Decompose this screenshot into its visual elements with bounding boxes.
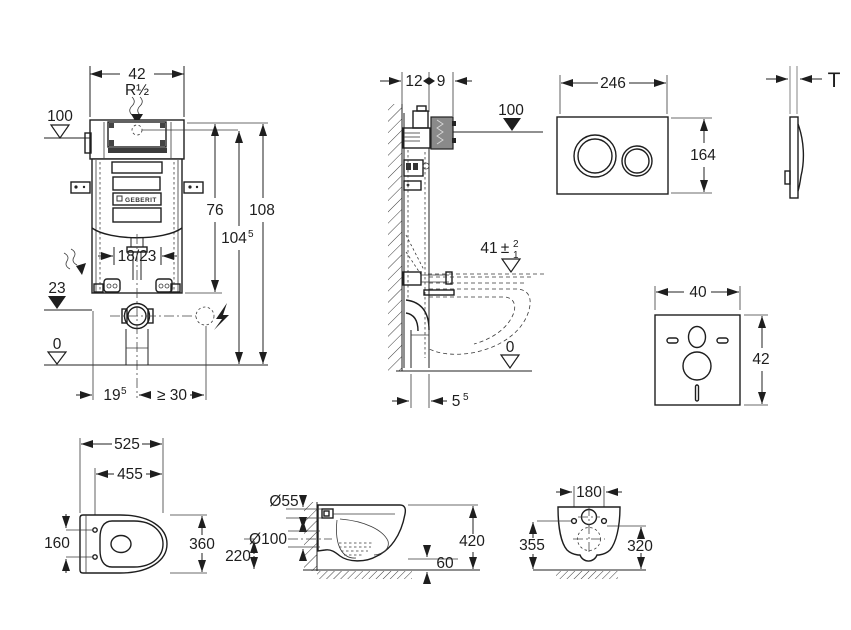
seat-opening	[99, 520, 164, 568]
flush-unit-box	[430, 116, 456, 150]
flush-plate-side-view: T	[766, 66, 841, 199]
water-supply-arrow-icon	[129, 96, 143, 124]
flush-flow-arrow-icon	[63, 248, 86, 275]
dim-height-76: 76	[206, 202, 223, 219]
dim-offset-19: 19	[103, 387, 120, 404]
level-100-open-triangle	[49, 124, 71, 140]
dim-height-104: 104	[221, 230, 247, 247]
dim-inlet-dia: Ø55	[269, 493, 298, 510]
dim-plate-height: 164	[690, 147, 716, 164]
dim-outlet-height: 220	[225, 548, 251, 565]
dim-height-108: 108	[249, 202, 275, 219]
level-100-side-label: 100	[498, 102, 524, 119]
dim-outlet-dia: Ø100	[249, 531, 287, 548]
dim-pan-height: 420	[459, 533, 485, 550]
level-100-label: 100	[47, 108, 73, 125]
dim-width-top: 42	[128, 66, 145, 83]
shared-dim-diamond	[423, 77, 435, 85]
electrical-connection-icon	[195, 303, 229, 330]
dim-pan-length-inner: 455	[117, 466, 143, 483]
frame-feet	[92, 278, 182, 294]
level-0-open-triangle	[46, 351, 68, 365]
level-0-side-label: 0	[506, 339, 515, 356]
dim-height-355: 355	[519, 537, 545, 554]
wc-pan-top-view: 525 455 160 360	[44, 436, 215, 574]
dim-hole-span-160: 160	[44, 535, 70, 552]
wc-pan-side-view: Ø55 Ø100 220 420 60	[225, 493, 485, 584]
dim-pad-width: 40	[689, 284, 707, 301]
flush-button-large	[573, 134, 617, 178]
wall-bracket-right	[183, 181, 204, 194]
level-0-side-open-triangle	[499, 354, 521, 370]
cistern-side-view: 12 9 100	[380, 72, 545, 410]
dim-height-320: 320	[627, 538, 653, 555]
sound-insulation-pad-view: 40 42	[654, 284, 770, 406]
level-0-label: 0	[53, 336, 62, 353]
dim-seat-tol-minus: 1	[513, 250, 519, 261]
wc-pan-rear-view: 180 355 320	[519, 484, 653, 579]
water-connection-label: R½	[125, 82, 149, 99]
cistern-internals	[402, 150, 455, 368]
floor-hatch-side	[317, 571, 412, 579]
dim-seat-height: 41	[480, 240, 497, 257]
level-23-label: 23	[48, 280, 65, 297]
dim-seat-tol-plus: 2	[513, 239, 519, 250]
dim-offset-5-sup: 5	[463, 392, 469, 403]
wc-pan-dashed-outline	[428, 276, 532, 355]
dim-pad-height: 42	[752, 351, 769, 368]
pan-outline-top	[79, 514, 168, 574]
flush-plate-profile	[789, 116, 799, 199]
wall-bracket-left	[70, 181, 91, 194]
dim-offset-19-sup: 5	[121, 386, 127, 397]
inspection-opening-shadow	[108, 148, 167, 153]
drain-elbow	[121, 302, 154, 365]
insulation-pad	[654, 314, 741, 406]
dim-offset-min30: ≥ 30	[157, 387, 187, 404]
wall-hatch-side	[304, 502, 317, 571]
dim-seat-height-pm: ±	[501, 240, 510, 257]
flush-plate-front-view: 246 164	[556, 75, 716, 195]
level-23-filled-triangle	[48, 296, 66, 309]
dim-clearance: 60	[436, 555, 454, 572]
dim-plate-width: 246	[600, 75, 626, 92]
dim-plate-thickness: T	[828, 69, 841, 92]
brand-logo: GEBERIT	[125, 197, 157, 204]
brand-panel	[112, 192, 162, 206]
dim-pan-length: 525	[114, 436, 140, 453]
dim-height-104-sup: 5	[248, 229, 254, 240]
cistern-front-view: 42 R½ 100 GEBERIT	[44, 66, 275, 404]
dim-depth-12: 12	[405, 73, 422, 90]
dim-pan-width: 360	[189, 536, 215, 553]
dim-offset-5: 5	[452, 393, 461, 410]
level-100-filled-triangle	[503, 118, 521, 131]
wall-hatch	[388, 104, 402, 371]
floor-hatch-rear	[556, 571, 618, 579]
pan-outline-side	[317, 504, 407, 562]
flush-button-small	[621, 145, 653, 177]
dim-depth-9: 9	[437, 73, 446, 90]
level-41-open-triangle	[500, 258, 522, 274]
dim-hole-span-180: 180	[576, 484, 602, 501]
